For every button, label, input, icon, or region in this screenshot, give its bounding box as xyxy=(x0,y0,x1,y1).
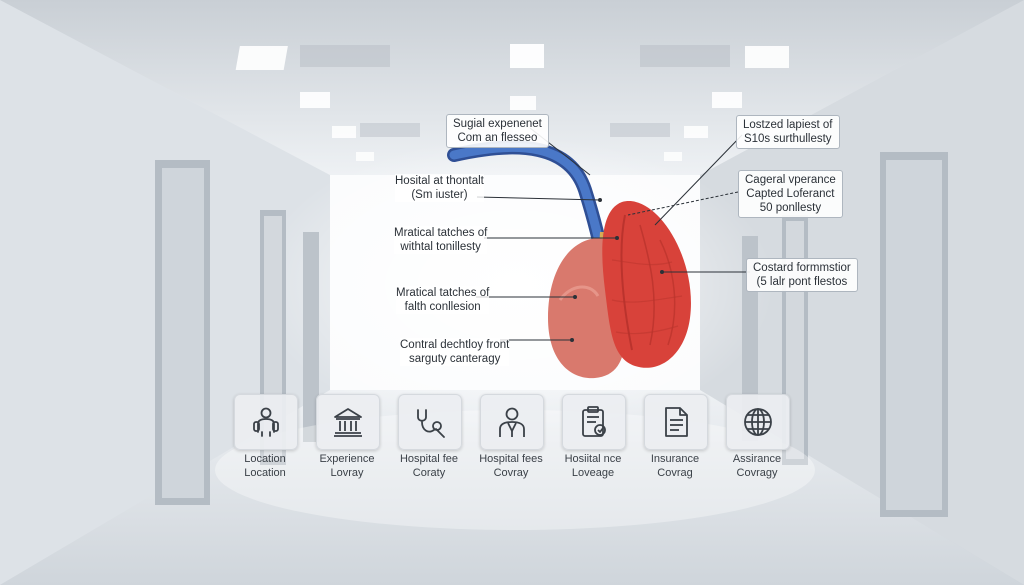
tile-hospital-fee[interactable] xyxy=(398,394,462,450)
tile-label-line: Assirance xyxy=(732,453,782,465)
tile-label-line: Location xyxy=(244,453,286,465)
callout-line: Sugial expenenet xyxy=(453,118,542,130)
tile-label-line: Experience xyxy=(319,453,375,465)
right-lobe xyxy=(602,201,691,368)
callout-line: 50 ponllesty xyxy=(759,202,822,214)
callout-line: Mratical tatches of xyxy=(396,287,490,299)
tile-label-line: Hospital fee xyxy=(399,453,459,465)
tile-label-assurance: Assirance Covragy xyxy=(717,452,797,480)
tile-label-line: Hosiital nce xyxy=(564,453,622,465)
tile-label-line: Hospital fees xyxy=(479,453,543,465)
tile-label-experience: Experience Lovray xyxy=(307,452,387,480)
callout-line: Mratical tatches of xyxy=(394,227,488,239)
tile-insurance[interactable] xyxy=(644,394,708,450)
tile-label-line: Coraty xyxy=(412,467,446,479)
callout-line: Hosital at thontalt xyxy=(395,175,484,187)
tile-assurance[interactable] xyxy=(726,394,790,450)
tile-label-line: Insurance xyxy=(650,453,700,465)
callout-cagted: Cageral vperance Capted Loferanct 50 pon… xyxy=(738,170,843,218)
callout-line: falth conllesion xyxy=(404,301,481,313)
tile-label-line: Lovray xyxy=(330,467,364,479)
callout-line: sarguty canteragy xyxy=(408,353,501,365)
tile-label-line: Covray xyxy=(493,467,529,479)
callout-hospital: Hosital at thontalt (Sm iuster) xyxy=(395,174,484,202)
tile-label-line: Location xyxy=(244,467,286,479)
tile-label-hospital-fees: Hospital fees Covray xyxy=(471,452,551,480)
callout-line: Lostzed lapiest of xyxy=(743,119,833,131)
tile-hospital-fees[interactable] xyxy=(480,394,544,450)
tile-hospital-nce[interactable] xyxy=(562,394,626,450)
callout-line: Com an flesseo xyxy=(457,132,538,144)
tile-label-hospital-nce: Hosiital nce Loveage xyxy=(553,452,633,480)
callout-line: (Sm iuster) xyxy=(411,189,468,201)
tile-label-insurance: Insurance Covrag xyxy=(635,452,715,480)
callout-line: Costard formmstior xyxy=(753,262,851,274)
building-icon xyxy=(334,408,362,437)
tile-label-line: Covragy xyxy=(736,467,778,479)
tile-label-line: Covrag xyxy=(657,467,693,479)
callout-line: S10s surthullesty xyxy=(743,133,832,145)
callout-lostzed: Lostzed lapiest of S10s surthullesty xyxy=(736,115,840,149)
tile-label-hospital-fee: Hospital fee Coraty xyxy=(389,452,469,480)
callout-line: withtal tonillesty xyxy=(400,241,481,253)
callout-costard: Costard formmstior (5 lalr pont flestos xyxy=(746,258,858,292)
callout-line: Contral dechtloy front xyxy=(400,339,510,351)
tile-location[interactable] xyxy=(234,394,298,450)
clipboard-icon xyxy=(582,406,606,437)
callout-line: Cageral vperance xyxy=(745,174,836,186)
callout-line: Capted Loferanct xyxy=(746,188,835,200)
person-icon xyxy=(253,407,279,437)
callout-surgical: Sugial expenenet Com an flesseo xyxy=(446,114,549,148)
tile-label-location: Location Location xyxy=(225,452,305,480)
callout-matches-1: Mratical tatches of withtal tonillesty xyxy=(394,226,488,254)
document-icon xyxy=(665,407,688,437)
tile-label-line: Loveage xyxy=(571,467,615,479)
callout-matches-2: Mratical tatches of falth conllesion xyxy=(396,286,490,314)
callout-control: Contral dechtloy front sarguty canteragy xyxy=(400,338,510,366)
globe-icon xyxy=(744,408,772,436)
tile-experience[interactable] xyxy=(316,394,380,450)
callout-line: (5 lalr pont flestos xyxy=(756,276,848,288)
stethoscope-icon xyxy=(417,409,445,438)
doctor-icon xyxy=(499,407,525,437)
